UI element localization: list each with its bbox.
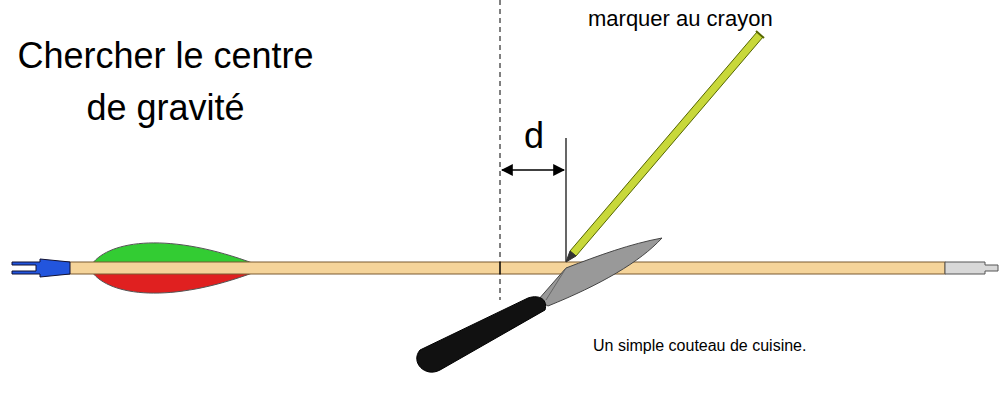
dimension-label: d bbox=[524, 118, 544, 154]
green-vane bbox=[92, 243, 255, 264]
red-vane bbox=[92, 272, 255, 293]
pencil-end bbox=[756, 31, 764, 38]
pencil-body bbox=[570, 32, 763, 256]
dimension-line bbox=[565, 138, 566, 262]
pencil-tip bbox=[566, 251, 576, 262]
pencil-note: marquer au crayon bbox=[588, 6, 773, 32]
knife-blade bbox=[538, 238, 662, 306]
arrow-shaft bbox=[60, 262, 945, 274]
shaft-mark bbox=[499, 262, 501, 274]
nock bbox=[12, 259, 70, 277]
point bbox=[945, 262, 998, 274]
knife-edge bbox=[546, 268, 566, 300]
knife-note: Un simple couteau de cuisine. bbox=[593, 337, 806, 355]
knife-handle bbox=[417, 297, 546, 372]
centre-line bbox=[500, 0, 501, 300]
dimension-arrow bbox=[502, 169, 564, 171]
title: Chercher le centre de gravité bbox=[8, 30, 323, 134]
